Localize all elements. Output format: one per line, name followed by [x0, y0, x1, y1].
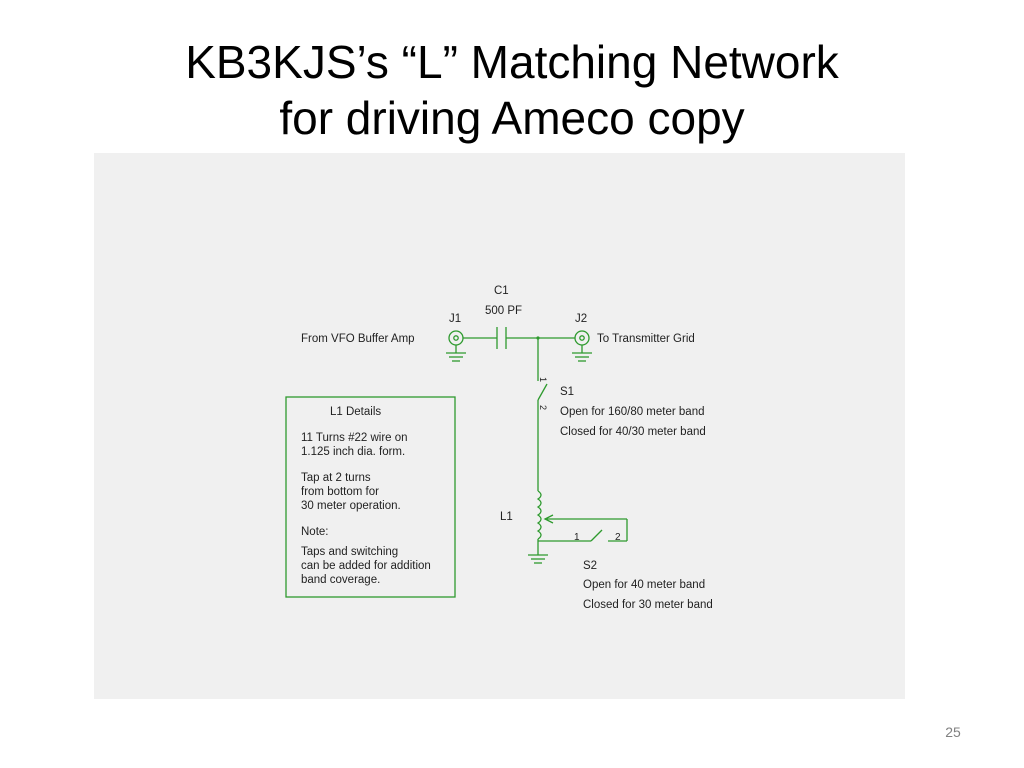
- slide-title-line-2: for driving Ameco copy: [279, 92, 745, 144]
- l1-details-box: [285, 396, 456, 598]
- details-line: 1.125 inch dia. form.: [301, 446, 405, 458]
- s1-ref-label: S1: [560, 386, 574, 398]
- j1-connector-icon: [446, 330, 466, 362]
- details-line: 30 meter operation.: [301, 500, 401, 512]
- s1-switch-icon: [537, 373, 548, 408]
- c1-value-label: 500 PF: [485, 305, 522, 317]
- s2-pin1-label: 1: [574, 532, 580, 543]
- details-line: from bottom for: [301, 486, 379, 498]
- title-area: KB3KJS’s “L” Matching Network for drivin…: [0, 0, 1024, 153]
- details-line: 11 Turns #22 wire on: [301, 432, 408, 444]
- s2-open-label: Open for 40 meter band: [583, 579, 705, 591]
- j2-ref-label: J2: [575, 313, 587, 325]
- c1-capacitor-icon: [496, 327, 507, 349]
- details-line: Note:: [301, 526, 329, 538]
- j2-label: To Transmitter Grid: [597, 333, 695, 345]
- c1-ref-label: C1: [494, 285, 509, 297]
- s1-pin2-label: 2: [538, 405, 548, 410]
- slide-number: 25: [945, 724, 961, 740]
- junction-dot: [536, 336, 540, 340]
- s2-switch-icon: [538, 519, 628, 542]
- s2-pin2-label: 2: [615, 532, 621, 543]
- details-line: Tap at 2 turns: [301, 472, 371, 484]
- s2-ref-label: S2: [583, 560, 597, 572]
- details-line: Taps and switching: [301, 546, 398, 558]
- schematic-diagram: C1 500 PF J1 From VFO Buffer Amp J2 To T…: [94, 153, 905, 699]
- l1-tap-arrow-icon: [543, 514, 627, 524]
- s2-closed-label: Closed for 30 meter band: [583, 599, 713, 611]
- details-heading: L1 Details: [330, 406, 381, 418]
- l1-ref-label: L1: [500, 511, 513, 523]
- slide-title-line-1: KB3KJS’s “L” Matching Network: [185, 36, 839, 88]
- s1-open-label: Open for 160/80 meter band: [560, 406, 705, 418]
- l1-inductor-icon: [536, 490, 542, 555]
- details-line: band coverage.: [301, 574, 380, 586]
- j2-connector-icon: [572, 330, 592, 362]
- j1-label: From VFO Buffer Amp: [301, 333, 415, 345]
- slide-title: KB3KJS’s “L” Matching Network for drivin…: [0, 34, 1024, 146]
- schematic-svg: C1 500 PF J1 From VFO Buffer Amp J2 To T…: [285, 285, 713, 611]
- s1-closed-label: Closed for 40/30 meter band: [560, 426, 706, 438]
- l1-ground-icon: [528, 554, 548, 564]
- j1-ref-label: J1: [449, 313, 461, 325]
- details-line: can be added for addition: [301, 560, 431, 572]
- s1-pin1-label: 1: [538, 377, 548, 382]
